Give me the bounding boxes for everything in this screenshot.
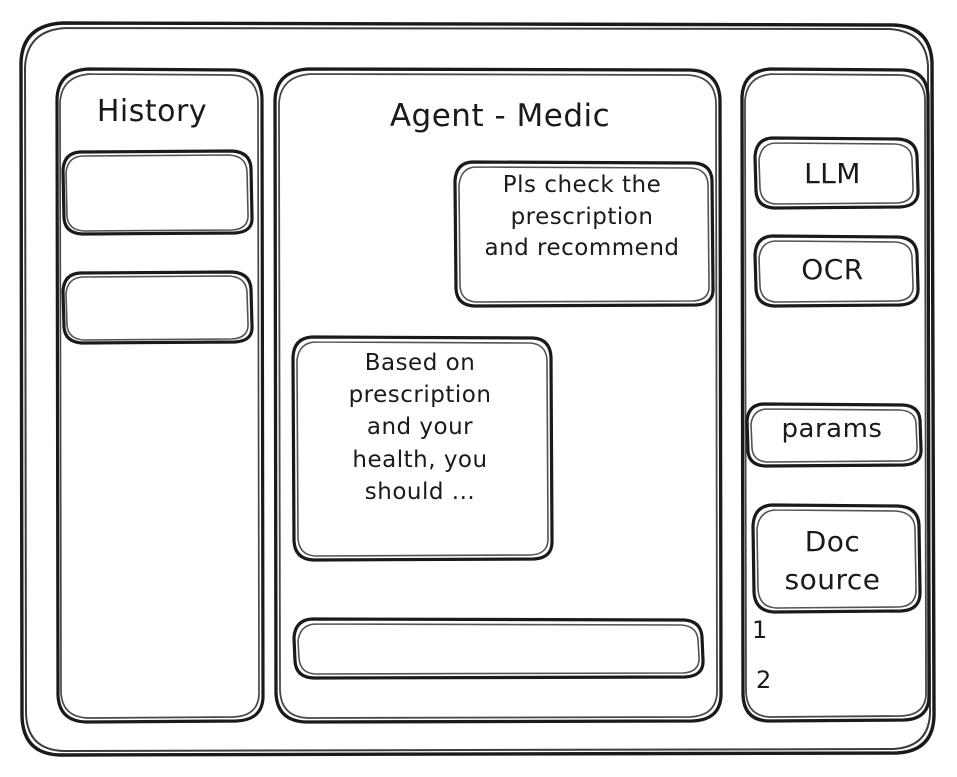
doc-source-item-2[interactable]: 2 — [756, 666, 772, 694]
params-button-label: params — [781, 414, 883, 444]
tool-button-ocr-label: OCR — [801, 253, 864, 286]
history-list-item-2[interactable] — [63, 272, 253, 343]
params-button[interactable]: params — [747, 404, 921, 466]
agent-page-title: Agent - Medic — [389, 98, 611, 134]
history-list-item-1[interactable] — [63, 151, 253, 234]
assistant-message-text: Based on prescription and your health, y… — [348, 350, 492, 505]
doc-source-item-1[interactable]: 1 — [752, 616, 768, 644]
tool-button-llm-label: LLM — [804, 157, 861, 190]
doc-source-panel[interactable]: Doc source — [753, 505, 920, 612]
tool-button-llm[interactable]: LLM — [755, 138, 919, 208]
message-composer-input[interactable] — [294, 619, 704, 679]
history-panel-title: History — [96, 94, 208, 129]
user-message-text: Pls check the prescription and recommend — [484, 172, 680, 262]
user-message-bubble: Pls check the prescription and recommend — [455, 162, 713, 307]
assistant-message-bubble: Based on prescription and your health, y… — [293, 337, 553, 561]
doc-source-label: Doc source — [784, 525, 881, 596]
tool-button-ocr[interactable]: OCR — [755, 236, 919, 306]
